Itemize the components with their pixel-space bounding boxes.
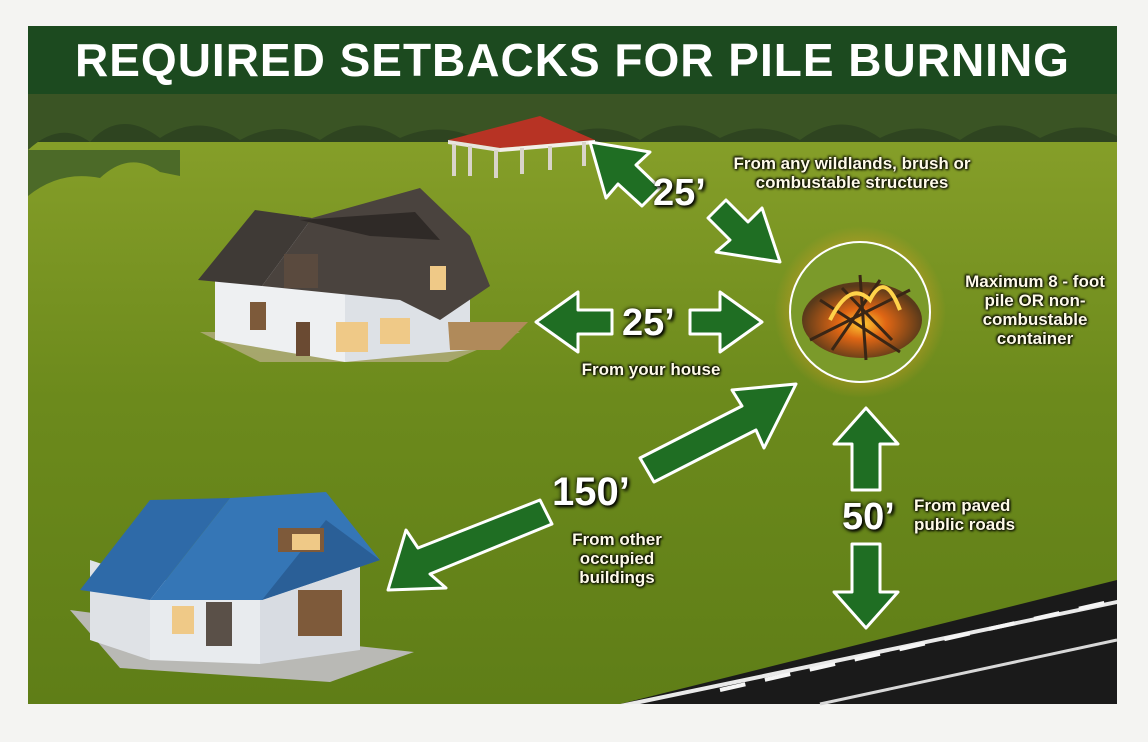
blue-house-icon <box>70 492 414 682</box>
arrow-to-pile-from-house <box>688 290 764 354</box>
setback-arrows <box>386 140 900 630</box>
tree-line <box>28 94 1117 196</box>
pile-note: Maximum 8 - foot pile OR non-combustable… <box>965 272 1105 349</box>
arrow-to-house <box>534 290 614 354</box>
label-wildlands: From any wildlands, brush or combustable… <box>733 154 971 193</box>
distance-buildings: 150’ <box>552 470 630 514</box>
distance-wildlands: 25’ <box>653 172 706 214</box>
arrow-to-structure <box>588 140 662 208</box>
arrow-to-pile-from-road <box>832 406 900 492</box>
label-house: From your house <box>581 360 721 379</box>
arrow-to-pile-from-buildings <box>638 382 798 484</box>
arrow-to-pile-from-structure <box>706 198 782 264</box>
burn-pile-icon <box>774 226 946 398</box>
arrow-to-road <box>832 542 900 630</box>
label-buildings: From other occupied buildings <box>572 530 662 588</box>
distance-house: 25’ <box>622 302 675 344</box>
house-icon <box>198 188 528 362</box>
carport-icon <box>448 116 595 178</box>
distance-roads: 50’ <box>842 496 895 538</box>
title-banner <box>28 26 1117 94</box>
arrow-to-buildings <box>386 498 554 592</box>
road-icon <box>620 580 1118 706</box>
page-title: REQUIRED SETBACKS FOR PILE BURNING <box>75 34 1070 86</box>
label-roads: From paved public roads <box>914 496 1016 535</box>
